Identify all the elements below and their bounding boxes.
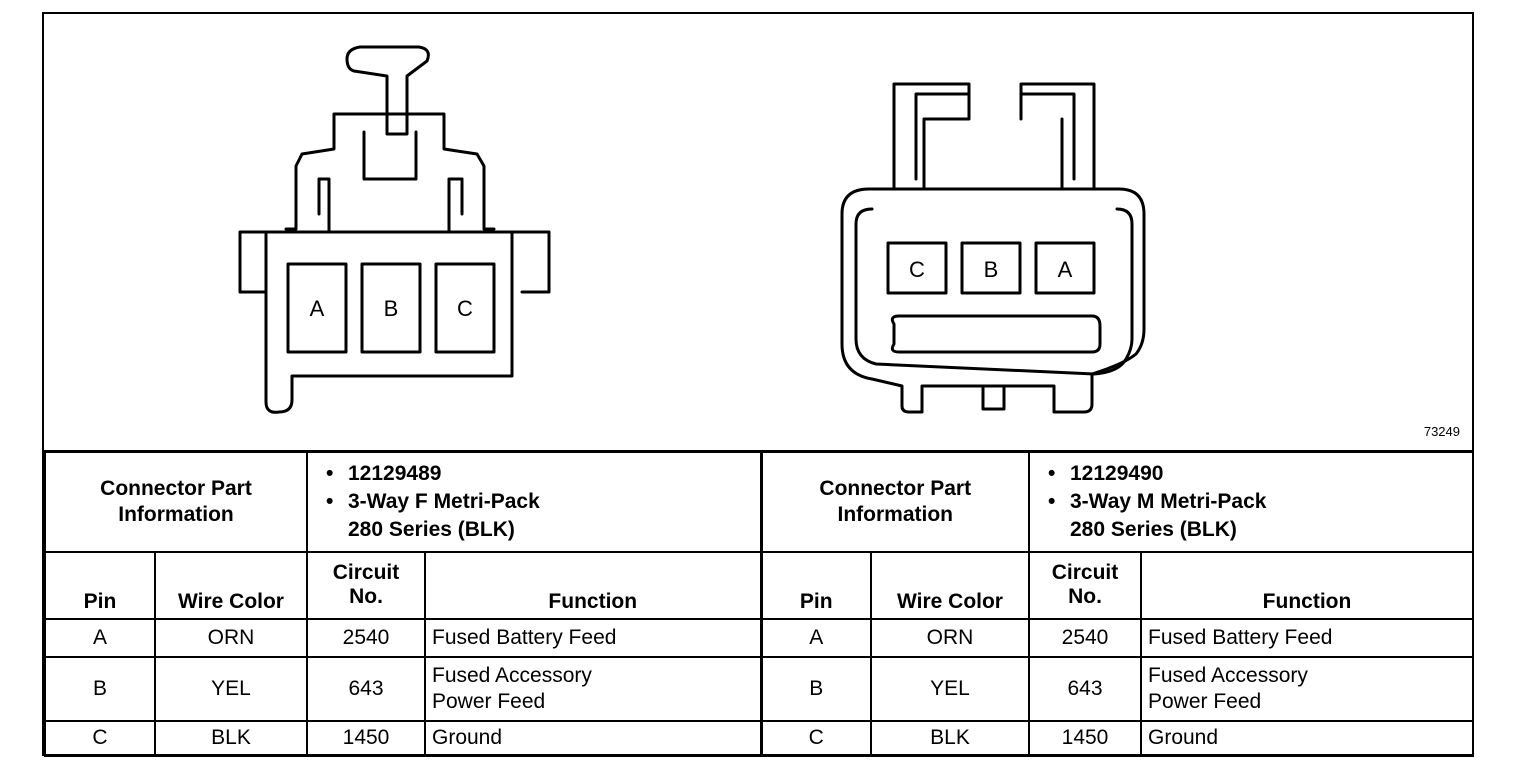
left-part-details: 12129489 3-Way F Metri-Pack 280 Series (… — [306, 450, 762, 553]
right-part-description: 3-Way M Metri-Pack — [1048, 488, 1466, 516]
header-wire-color: Wire Color — [870, 550, 1030, 620]
table-row: A ORN 2540 Fused Battery Feed A ORN 2540… — [44, 617, 1475, 658]
left-part-description: 3-Way F Metri-Pack — [326, 488, 754, 516]
header-function: Function — [1139, 550, 1475, 620]
left-part-number: 12129489 — [326, 460, 754, 488]
table-row: C BLK 1450 Ground C BLK 1450 Ground — [44, 719, 1475, 757]
header-pin: Pin — [759, 550, 872, 620]
figure-id: 73249 — [1423, 424, 1460, 439]
female-connector-body — [238, 45, 551, 414]
header-function: Function — [424, 550, 762, 620]
connector-diagram: A B C C B A — [238, 45, 1146, 414]
female-pin-label: C — [457, 296, 473, 321]
header-wire-color: Wire Color — [154, 550, 308, 620]
right-part-details: 12129490 3-Way M Metri-Pack 280 Series (… — [1027, 450, 1475, 553]
header-pin: Pin — [44, 550, 156, 620]
male-connector-body — [840, 82, 1146, 414]
female-pin-label: A — [310, 296, 325, 321]
right-part-number: 12129490 — [1048, 460, 1466, 488]
male-pin-label: B — [984, 257, 999, 282]
female-pin-label: B — [384, 296, 399, 321]
male-pin-label: A — [1058, 257, 1073, 282]
male-pin-label: C — [909, 257, 925, 282]
